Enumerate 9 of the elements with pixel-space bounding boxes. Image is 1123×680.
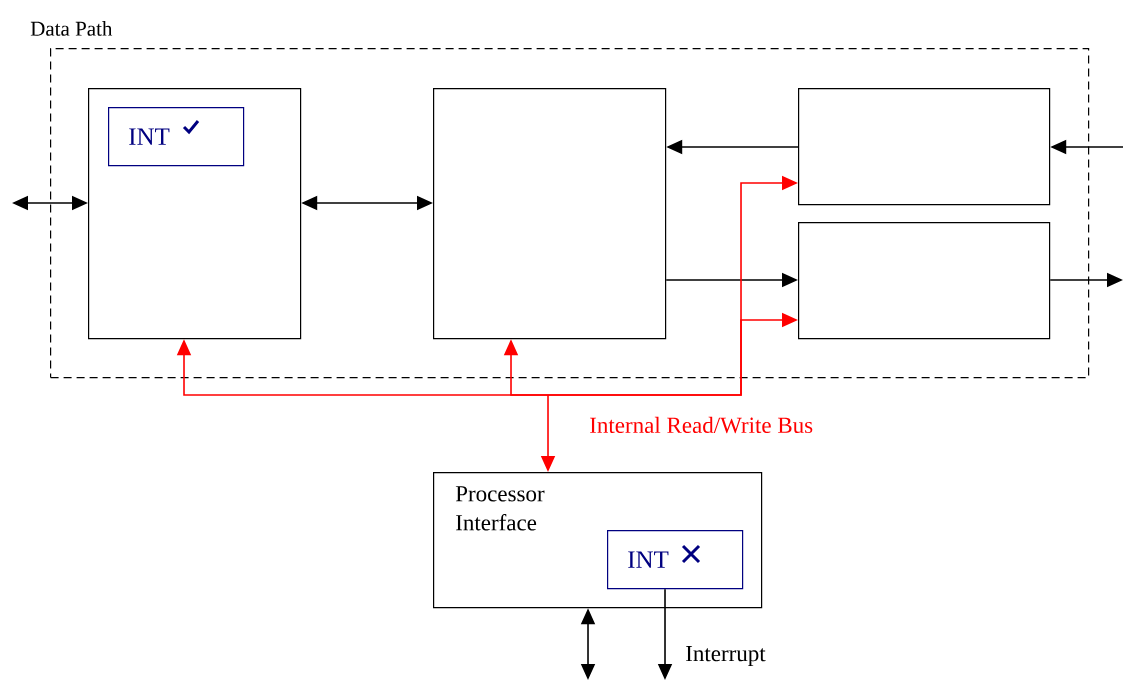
register-box: INT [108,107,245,167]
block-box [798,222,1051,340]
node-label: Data Path [30,21,113,36]
edge-label: Internal Read/Write Bus [590,416,813,434]
edge-label: Interrupt [686,646,766,666]
block-box [433,88,667,340]
register-box: INT [607,530,744,590]
block-box [88,88,302,340]
block-box [798,88,1051,206]
